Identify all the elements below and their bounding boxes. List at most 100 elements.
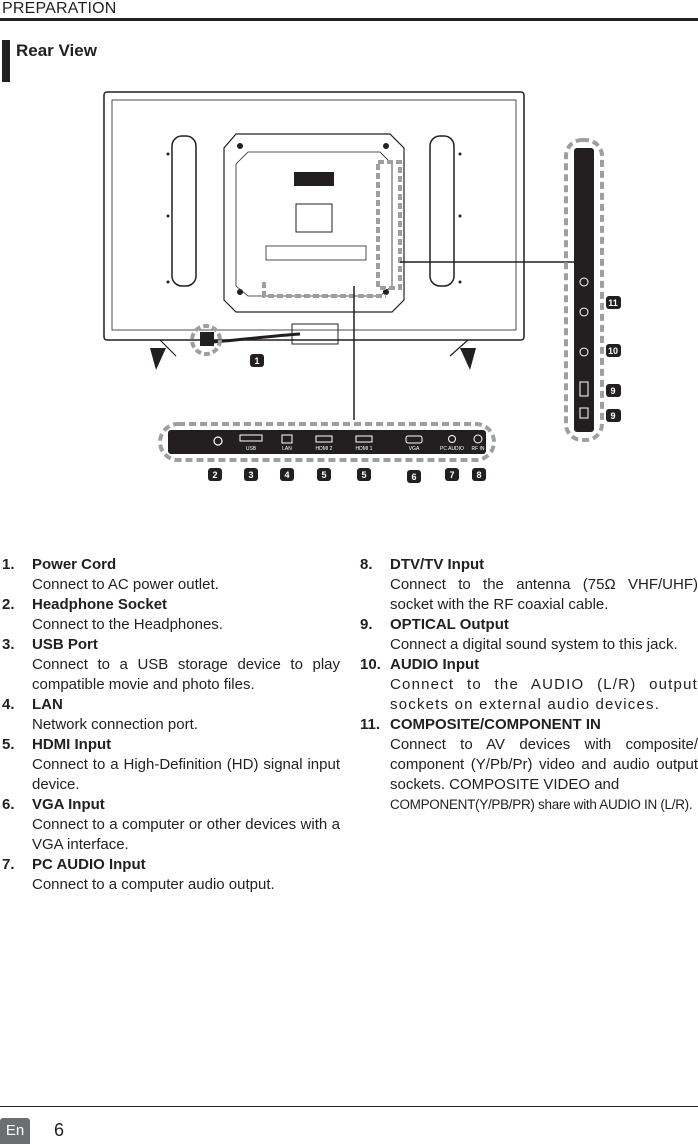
vga-port-label: VGA bbox=[409, 446, 420, 452]
item-description: Connect to the AUDIO (L/R) output socket… bbox=[390, 676, 698, 713]
item-title: PC AUDIO Input bbox=[32, 856, 146, 873]
vga-port-icon bbox=[405, 435, 423, 444]
list-item: 9. OPTICAL Output Connect a digital soun… bbox=[360, 615, 698, 655]
pc-audio-port-icon bbox=[448, 435, 456, 443]
item-title: HDMI Input bbox=[32, 736, 112, 753]
tv-rear-panel bbox=[103, 91, 525, 357]
footer-rule bbox=[0, 1106, 698, 1107]
item-description: Connect to a computer audio output. bbox=[32, 876, 275, 893]
item-description-continued: COMPONENT(Y/PB/PR) share with AUDIO IN (… bbox=[390, 797, 693, 812]
item-title: AUDIO Input bbox=[390, 656, 480, 673]
callout-6: 6 bbox=[407, 470, 421, 483]
callout-7: 7 bbox=[445, 468, 459, 481]
list-item: 11. COMPOSITE/COMPONENT IN Connect to AV… bbox=[360, 715, 698, 815]
bottom-panel-highlight bbox=[262, 282, 386, 298]
item-description: Network connection port. bbox=[32, 716, 198, 733]
item-number: 3. bbox=[2, 636, 15, 653]
hdmi2-port-label: HDMI 2 bbox=[316, 446, 333, 452]
callout-8: 8 bbox=[472, 468, 486, 481]
svg-text:1: 1 bbox=[254, 356, 259, 366]
power-plug bbox=[200, 332, 214, 346]
lan-port-label: LAN bbox=[282, 446, 292, 452]
side-port-panel bbox=[564, 138, 604, 442]
callout-badges: 1 2 3 4 5 5 6 7 8 11 10 9 9 bbox=[208, 296, 621, 483]
item-number: 5. bbox=[2, 736, 15, 753]
item-description: Connect to the antenna (75Ω VHF/UHF) soc… bbox=[390, 576, 698, 613]
item-description: Connect to a High-Definition (HD) signal… bbox=[32, 756, 340, 793]
item-description: Connect to AV devices with composite/ co… bbox=[390, 736, 698, 793]
list-item: 10. AUDIO Input Connect to the AUDIO (L/… bbox=[360, 655, 698, 715]
hdmi1-port-icon bbox=[355, 435, 373, 443]
list-item: 1. Power Cord Connect to AC power outlet… bbox=[2, 555, 340, 595]
tv-stand-feet bbox=[150, 348, 476, 370]
callout-5b: 5 bbox=[357, 468, 371, 481]
callout-11: 11 bbox=[606, 296, 621, 309]
svg-text:8: 8 bbox=[476, 470, 481, 480]
svg-text:4: 4 bbox=[284, 470, 289, 480]
svg-text:6: 6 bbox=[411, 472, 416, 482]
usb-port-icon bbox=[239, 434, 263, 442]
item-title: USB Port bbox=[32, 636, 98, 653]
language-badge: En bbox=[0, 1118, 30, 1144]
item-title: VGA Input bbox=[32, 796, 105, 813]
item-description: Connect a digital sound system to this j… bbox=[390, 636, 678, 653]
screw-holes bbox=[166, 143, 462, 295]
svg-text:11: 11 bbox=[608, 298, 618, 308]
callout-9b: 9 bbox=[606, 409, 621, 422]
power-cord-highlight bbox=[190, 324, 222, 356]
callout-2: 2 bbox=[208, 468, 222, 481]
pc-audio-port-label: PC AUDIO bbox=[440, 446, 464, 452]
hdmi2-port-icon bbox=[315, 435, 333, 443]
header-rule bbox=[0, 18, 698, 21]
svg-text:7: 7 bbox=[449, 470, 454, 480]
svg-text:5: 5 bbox=[321, 470, 326, 480]
callout-3: 3 bbox=[244, 468, 258, 481]
hdmi1-port-label: HDMI 1 bbox=[356, 446, 373, 452]
item-title: COMPOSITE/COMPONENT IN bbox=[390, 716, 601, 733]
section-title: Rear View bbox=[16, 41, 97, 60]
rf-in-port-label: RF IN bbox=[471, 446, 484, 452]
list-item: 8. DTV/TV Input Connect to the antenna (… bbox=[360, 555, 698, 615]
list-item: 6. VGA Input Connect to a computer or ot… bbox=[2, 795, 340, 855]
callout-9a: 9 bbox=[606, 384, 621, 397]
side-panel-highlight bbox=[376, 160, 402, 290]
item-title: DTV/TV Input bbox=[390, 556, 485, 573]
item-number: 10. bbox=[360, 656, 381, 673]
item-number: 9. bbox=[360, 616, 373, 633]
list-item: 3. USB Port Connect to a USB storage dev… bbox=[2, 635, 340, 695]
svg-text:3: 3 bbox=[248, 470, 253, 480]
item-number: 11. bbox=[360, 716, 381, 733]
list-item: 4. LAN Network connection port. bbox=[2, 695, 340, 735]
warning-label bbox=[294, 172, 334, 186]
rear-view-diagram: USB LAN HDMI 2 HDMI 1 VGA PC AUDIO RF IN… bbox=[103, 91, 621, 483]
item-description: Connect to a computer or other devices w… bbox=[32, 816, 340, 853]
header-title: PREPARATION bbox=[2, 0, 117, 17]
item-number: 1. bbox=[2, 556, 15, 573]
item-description: Connect to AC power outlet. bbox=[32, 576, 219, 593]
item-description: Connect to the Headphones. bbox=[32, 616, 223, 633]
callout-10: 10 bbox=[606, 344, 621, 357]
section-marker-bar bbox=[2, 40, 10, 82]
item-number: 7. bbox=[2, 856, 15, 873]
rf-in-port-icon bbox=[473, 434, 483, 444]
svg-text:5: 5 bbox=[361, 470, 366, 480]
item-title: LAN bbox=[32, 696, 63, 713]
list-item: 5. HDMI Input Connect to a High-Definiti… bbox=[2, 735, 340, 795]
lan-port-icon bbox=[281, 434, 293, 444]
page-number: 6 bbox=[54, 1120, 65, 1140]
list-item: 7. PC AUDIO Input Connect to a computer … bbox=[2, 855, 340, 895]
usb-port-label: USB bbox=[246, 446, 257, 452]
headphone-icon bbox=[213, 436, 223, 446]
svg-text:10: 10 bbox=[608, 346, 618, 356]
callout-1: 1 bbox=[250, 354, 264, 367]
item-number: 6. bbox=[2, 796, 15, 813]
item-number: 2. bbox=[2, 596, 15, 613]
list-item: 2. Headphone Socket Connect to the Headp… bbox=[2, 595, 340, 635]
item-number: 8. bbox=[360, 556, 373, 573]
item-title: OPTICAL Output bbox=[390, 616, 509, 633]
item-number: 4. bbox=[2, 696, 15, 713]
item-title: Headphone Socket bbox=[32, 596, 168, 613]
callout-4: 4 bbox=[280, 468, 294, 481]
bottom-port-panel: USB LAN HDMI 2 HDMI 1 VGA PC AUDIO RF IN bbox=[158, 422, 496, 462]
items-left-column: 1. Power Cord Connect to AC power outlet… bbox=[2, 555, 340, 895]
